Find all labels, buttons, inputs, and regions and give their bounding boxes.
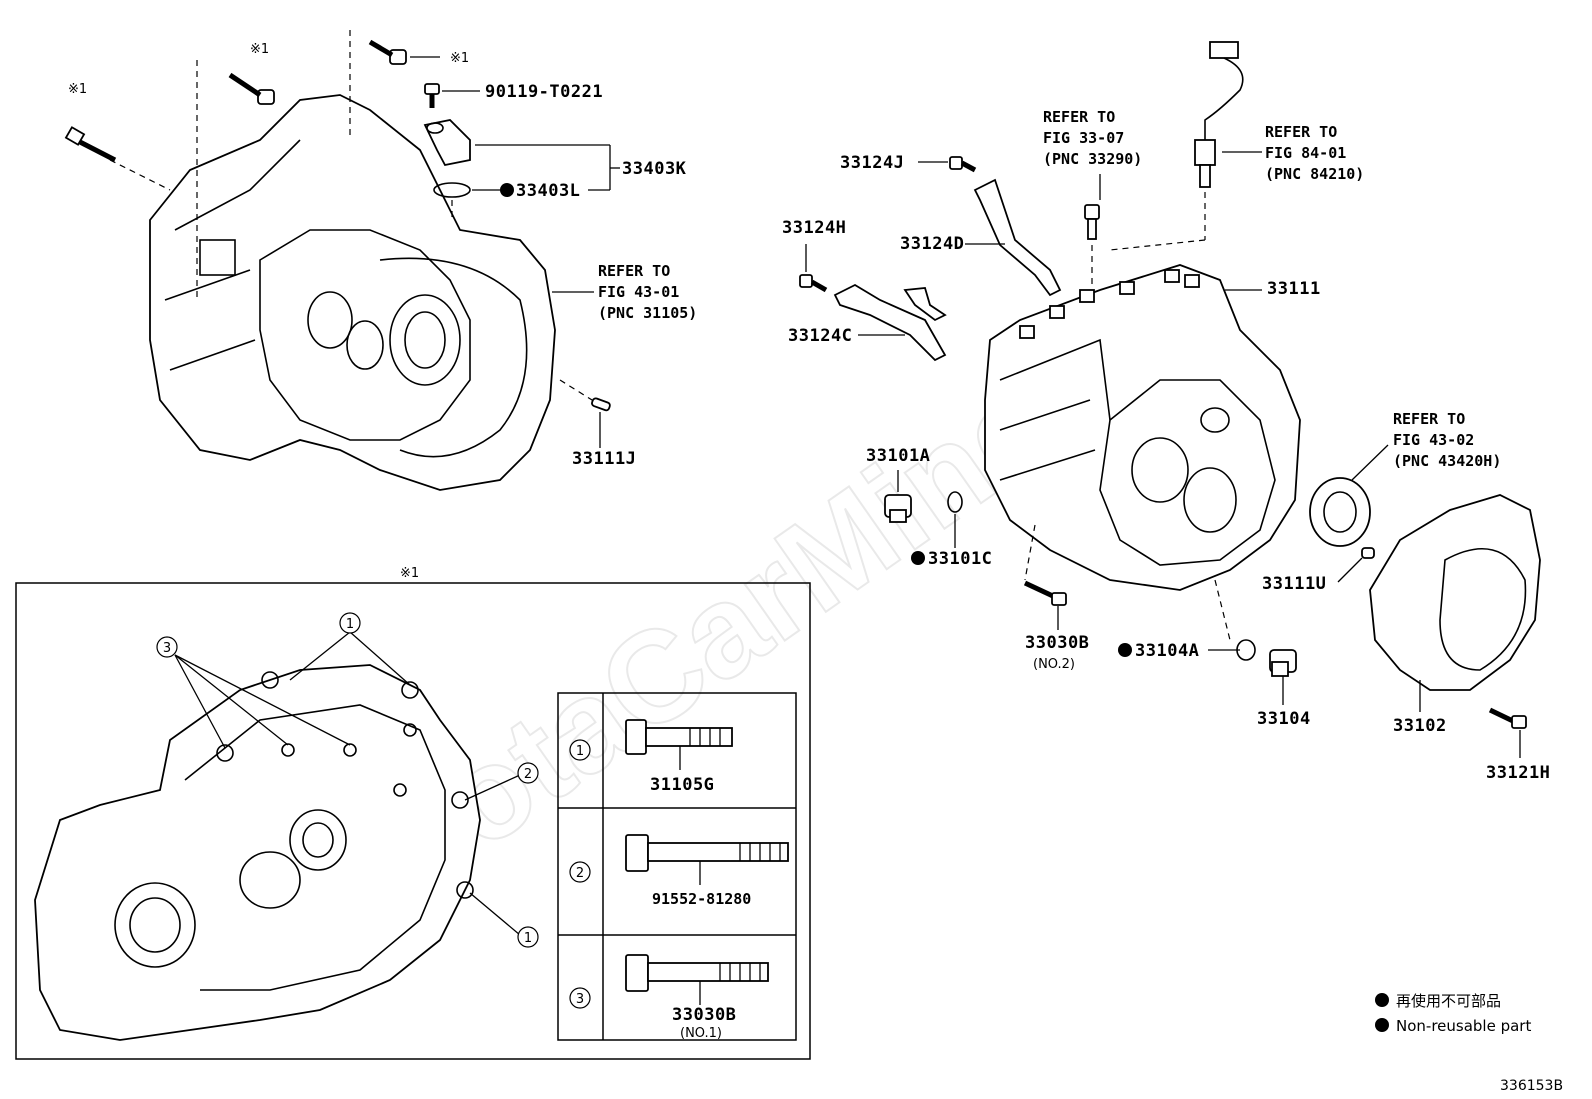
bolt-33124j[interactable] [949,156,977,173]
refer-b-line3: (PNC 33290) [1043,150,1142,168]
sensor-84210[interactable] [1194,41,1244,188]
legend-en: Non-reusable part [1396,1017,1531,1035]
bolt-left-2[interactable] [228,72,275,105]
oring-33403l[interactable] [433,182,471,198]
bracket-33124c[interactable] [833,283,947,362]
svg-text:3: 3 [163,641,171,656]
refer-b-line2: FIG 33-07 [1043,129,1124,147]
part-33403k-sleeve[interactable] [423,119,471,167]
bolt-90119-t0221[interactable] [424,83,440,108]
bolt-33124h[interactable] [799,274,828,293]
bolt-table-row-3[interactable]: 3 33030B (NO.1) [569,954,769,1041]
pin-33111j[interactable] [591,397,611,412]
note-mark-1: ※1 [68,82,87,97]
inset-callout-1a: 1 [339,612,361,634]
figure-id: 336153B [1500,1078,1563,1094]
transmission-case-33111[interactable] [984,264,1301,591]
refer-c-line2: FIG 84-01 [1265,144,1346,162]
bolt-table-row-1[interactable]: 1 31105G [569,719,733,795]
inset-housing[interactable] [34,664,481,1041]
legend-dot-en [1375,1018,1389,1032]
row-1-ref: 1 [576,744,584,759]
label-33111j: 33111J [572,449,636,469]
bolt-33030b-no2[interactable] [1023,580,1067,606]
refer-d-line1: REFER TO [1393,410,1465,428]
label-33124h: 33124H [782,218,846,238]
svg-text:1: 1 [346,617,354,632]
non-reusable-dot [911,551,925,565]
oil-seal-43420h[interactable] [1309,477,1371,547]
row-2-ref: 2 [576,866,584,881]
inset-callout-2: 2 [517,762,539,784]
bolt-left-3[interactable] [368,39,407,65]
label-33030b-no2-sub: (NO.2) [1033,657,1075,672]
bolt-left-1[interactable] [64,126,117,163]
note-mark-3: ※1 [450,51,469,66]
refer-a-line3: (PNC 31105) [598,304,697,322]
bracket-33124d[interactable] [973,178,1062,297]
label-33121h: 33121H [1486,763,1550,783]
bolt-table-row-2[interactable]: 2 91552-81280 [569,834,789,908]
label-33111u: 33111U [1262,574,1326,594]
refer-b-line1: REFER TO [1043,108,1115,126]
legend-jp: 再使用不可部品 [1396,992,1501,1010]
refer-d-line2: FIG 43-02 [1393,431,1474,449]
plug-33101a[interactable] [884,494,912,523]
label-33104: 33104 [1257,709,1311,729]
refer-c-line3: (PNC 84210) [1265,165,1364,183]
refer-a-line2: FIG 43-01 [598,283,679,301]
refer-c-line1: REFER TO [1265,123,1337,141]
washer-33104a[interactable] [1236,639,1256,661]
non-reusable-dot [500,183,514,197]
clutch-housing[interactable] [149,94,556,491]
label-33104a: 33104A [1135,641,1199,661]
label-33403l: 33403L [516,181,580,201]
svg-text:2: 2 [524,767,532,782]
svg-text:1: 1 [524,931,532,946]
label-33124d: 33124D [900,234,964,254]
washer-33101c[interactable] [947,491,963,513]
refer-d-line3: (PNC 43420H) [1393,452,1501,470]
legend: 再使用不可部品 Non-reusable part [1375,992,1531,1035]
bolt-33121h[interactable] [1488,707,1527,729]
legend-dot-jp [1375,993,1389,1007]
row-1-part: 31105G [650,775,714,795]
inset-frame [15,582,811,1060]
refer-a-line1: REFER TO [598,262,670,280]
cover-33102[interactable] [1369,494,1541,691]
label-33403k: 33403K [622,159,687,179]
label-33124j: 33124J [840,153,904,173]
inset-note-mark: ※1 [400,566,419,581]
label-33101c: 33101C [928,549,992,569]
plug-33104[interactable] [1269,649,1297,677]
label-90119-t0221: 90119-T0221 [485,82,603,102]
non-reusable-dot [1118,643,1132,657]
label-33124c: 33124C [788,326,852,346]
label-33111: 33111 [1267,279,1321,299]
pin-33111u[interactable] [1361,547,1375,559]
label-33030b-no2: 33030B [1025,633,1089,653]
label-33101a: 33101A [866,446,930,466]
row-3-sub: (NO.1) [680,1026,722,1041]
row-3-part: 33030B [672,1005,736,1025]
note-mark-2: ※1 [250,42,269,57]
inset-callout-1b: 1 [517,926,539,948]
inset-callout-3: 3 [156,636,178,658]
row-2-part: 91552-81280 [652,890,751,908]
row-3-ref: 3 [576,992,584,1007]
plug-33290[interactable] [1084,204,1100,240]
bolt-table [557,692,797,1041]
label-33102: 33102 [1393,716,1447,736]
